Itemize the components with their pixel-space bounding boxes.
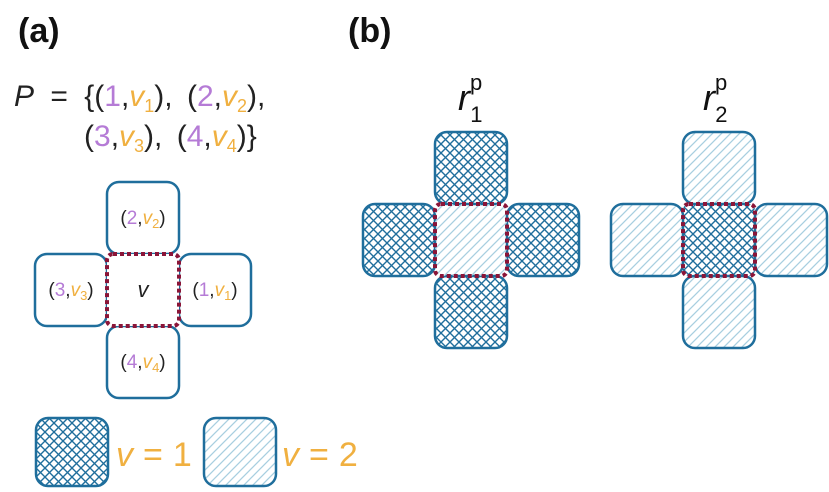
grid-top-label: (2,v2) (120, 208, 165, 231)
rule-2-left-tile (609, 202, 685, 278)
grid-cell-center (105, 252, 181, 328)
legend-swatch-crosshatch (34, 416, 110, 488)
rule-2-grid (609, 130, 829, 350)
formula-lhs: P (14, 80, 34, 113)
pair1-sub: 1 (144, 96, 154, 116)
pair2-value: v (222, 80, 239, 113)
grid-bottom-label: (4,v4) (120, 352, 165, 375)
legend-swatch-diagonal (202, 416, 278, 488)
legend: v=1 v=2 (34, 416, 358, 488)
pair4-index: 4 (187, 120, 204, 153)
panel-a-grid: (2,v2) (1,v1) (3,v3) (4,v4) v (33, 180, 253, 400)
legend-label-2: v=2 (282, 436, 358, 474)
pair4-value: v (212, 120, 229, 153)
rule-1-center-tile (433, 202, 509, 278)
grid-right-label: (1,v1) (192, 280, 237, 303)
pair2-sub: 2 (237, 96, 247, 116)
pair4-sub: 4 (227, 136, 237, 156)
formula-eq: = (50, 80, 68, 113)
rule-2-right-tile (753, 202, 829, 278)
rule-1-bottom-tile (433, 274, 509, 350)
panel-b-label: (b) (348, 12, 391, 50)
rule-1-right-tile (505, 202, 581, 278)
rule-2-center-tile (681, 202, 757, 278)
pair1-index: 1 (104, 80, 121, 113)
pair3-index: 3 (94, 120, 111, 153)
rule-2-bottom-tile (681, 274, 757, 350)
grid-left-label: (3,v3) (48, 280, 93, 303)
formula-line-2: (3,v3), (4,v4)} (84, 120, 257, 156)
rule-1-top-tile (433, 130, 509, 206)
pair3-value: v (119, 120, 136, 153)
legend-label-1: v=1 (116, 436, 192, 474)
rule-1-left-tile (361, 202, 437, 278)
grid-center-label: v (138, 277, 151, 302)
rule-1-grid (361, 130, 581, 350)
formula-line-1: P = {(1,v1), (2,v2), (14, 80, 265, 116)
pair3-sub: 3 (134, 136, 144, 156)
pair1-value: v (129, 80, 146, 113)
formula-open: {( (84, 80, 104, 113)
panel-a-label: (a) (18, 12, 60, 50)
rule-2-top-tile (681, 130, 757, 206)
formula-close: } (247, 120, 257, 153)
pair2-index: 2 (197, 80, 214, 113)
